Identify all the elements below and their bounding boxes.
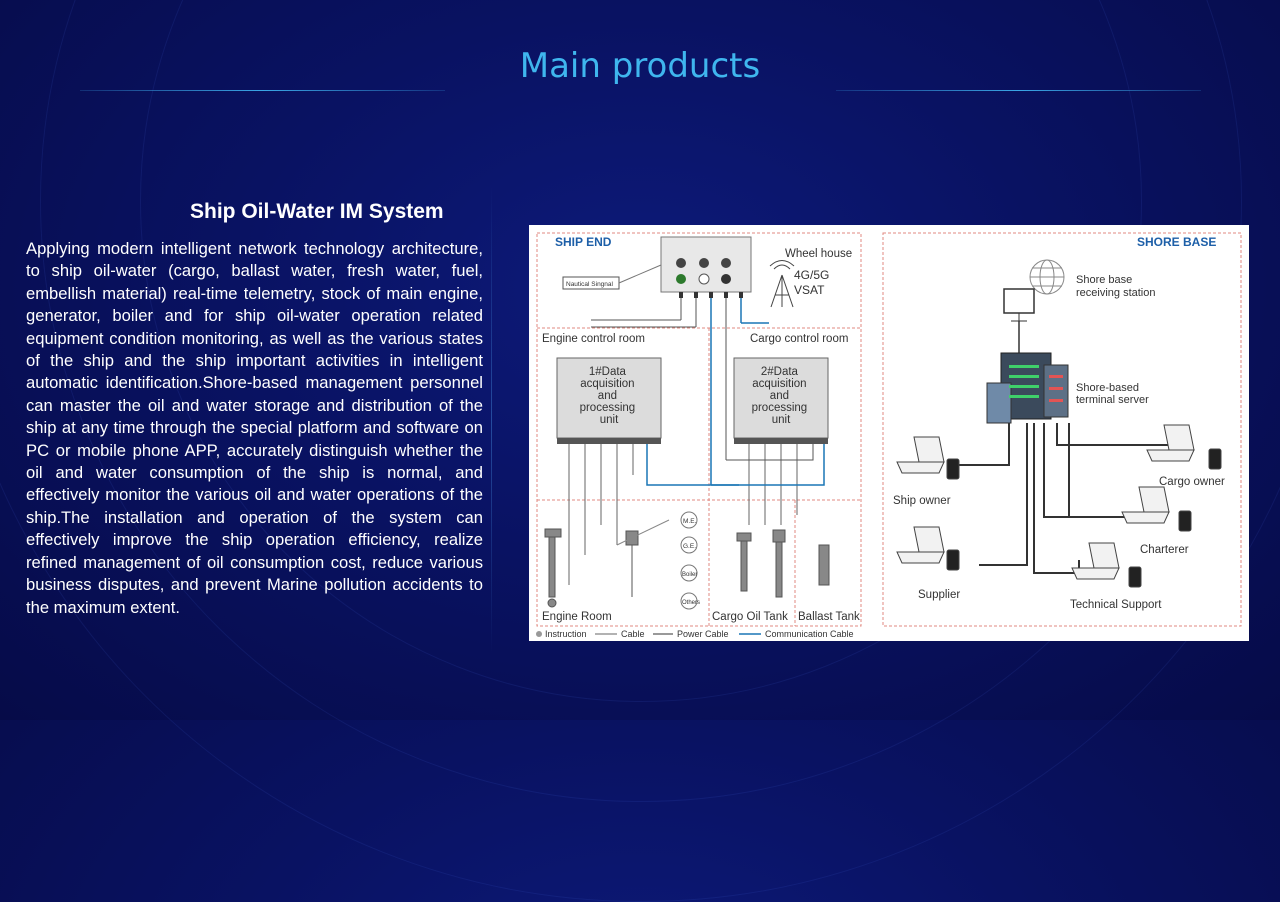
supplier-label: Supplier	[918, 589, 960, 601]
svg-text:Cable: Cable	[621, 629, 645, 639]
data-unit-2: 2#Data acquisition and processing unit	[733, 357, 829, 444]
globe-icon	[1029, 259, 1065, 295]
network-label-2: VSAT	[794, 283, 825, 297]
data-unit-1: 1#Data acquisition and processing unit	[556, 357, 662, 444]
network-label-1: 4G/5G	[794, 268, 829, 282]
ge-label: G.E.	[683, 543, 696, 550]
cargo-control-room-label: Cargo control room	[750, 333, 848, 345]
ship-owner-label: Ship owner	[893, 495, 951, 507]
svg-text:2#Data acquisition: 2#Data acquisition and processing unit	[752, 366, 811, 426]
server-icon	[986, 352, 1069, 424]
control-panel	[660, 236, 752, 298]
svg-text:Power Cable: Power Cable	[677, 629, 729, 639]
technical-support-label: Technical Support	[1070, 599, 1162, 611]
ship-end-label: SHIP END	[555, 235, 612, 249]
product-title: Ship Oil-Water IM System	[190, 200, 444, 223]
legend: Instruction Cable Power Cable Communicat…	[536, 629, 854, 639]
system-diagram: SHIP END SHORE BASE Wheel house Nautical…	[529, 225, 1249, 641]
title-rule-right	[836, 90, 1201, 91]
charterer-label: Charterer	[1140, 544, 1189, 556]
me-label: M.E.	[683, 518, 697, 525]
svg-text:Communication Cable: Communication Cable	[765, 629, 854, 639]
monitor-icon	[1003, 288, 1035, 322]
wheel-house-label: Wheel house	[785, 248, 852, 260]
cargo-oil-tank-label: Cargo Oil Tank	[712, 611, 788, 623]
divider-line	[491, 185, 492, 655]
terminal-server-label: Shore-based terminal server	[1076, 382, 1149, 406]
engine-room-label: Engine Room	[542, 611, 612, 623]
ballast-tank-label: Ballast Tank	[798, 611, 860, 623]
others-label: Others	[682, 600, 700, 606]
laptop-icon	[896, 424, 1222, 588]
nautical-signal-label: Nautical Singnal	[566, 281, 614, 288]
title-rule-left	[80, 90, 445, 91]
shore-base-label: SHORE BASE	[1137, 235, 1216, 249]
antenna-icon	[769, 260, 795, 308]
cargo-owner-label: Cargo owner	[1159, 476, 1225, 488]
product-description: Applying modern intelligent network tech…	[26, 239, 483, 617]
engine-control-room-label: Engine control room	[542, 333, 645, 345]
boiler-label: Boiler	[682, 572, 697, 578]
page-title: Main products	[519, 46, 761, 86]
svg-text:Instruction: Instruction	[545, 629, 587, 639]
svg-text:1#Data acquisition: 1#Data acquisition and processing unit	[580, 366, 639, 426]
receiving-station-label: Shore base receiving station	[1076, 274, 1156, 299]
